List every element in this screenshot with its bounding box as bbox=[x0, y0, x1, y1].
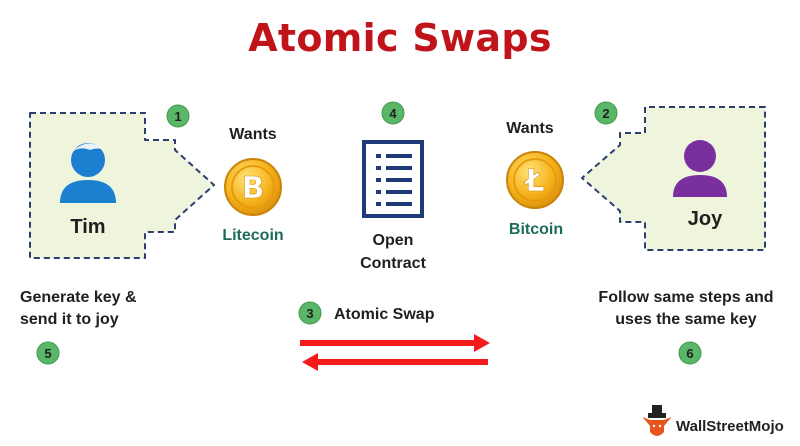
svg-text:1: 1 bbox=[174, 109, 181, 124]
step-badge-2: 2 bbox=[594, 101, 618, 125]
svg-text:3: 3 bbox=[306, 306, 313, 321]
document-icon bbox=[362, 140, 424, 218]
person-icon bbox=[673, 140, 727, 197]
tim-caption-line2: send it to joy bbox=[20, 311, 119, 328]
tim-name: Tim bbox=[70, 216, 106, 238]
joy-coin-label: Bitcoin bbox=[508, 221, 564, 238]
svg-text:4: 4 bbox=[389, 106, 397, 121]
svg-text:B: B bbox=[242, 171, 265, 206]
step-badge-4: 4 bbox=[381, 101, 405, 125]
svg-text:6: 6 bbox=[686, 346, 693, 361]
joy-caption-line1: Follow same steps and bbox=[598, 289, 774, 306]
bull-logo-icon bbox=[643, 405, 671, 436]
joy-caption-line2: uses the same key bbox=[615, 311, 757, 328]
brand-logo-text: WallStreetMojo bbox=[676, 418, 784, 435]
joy-name: Joy bbox=[687, 208, 723, 230]
svg-text:5: 5 bbox=[44, 346, 51, 361]
litecoin-coin-icon: Ł bbox=[506, 151, 564, 209]
bitcoin-coin-icon: B bbox=[224, 158, 282, 216]
step-badge-6: 6 bbox=[678, 341, 702, 365]
joy-panel bbox=[581, 106, 766, 251]
contract-label-line2: Contract bbox=[360, 255, 426, 272]
joy-wants-label: Wants bbox=[506, 120, 554, 137]
step-badge-5: 5 bbox=[36, 341, 60, 365]
page-title: Atomic Swaps bbox=[248, 16, 552, 60]
svg-text:2: 2 bbox=[602, 106, 609, 121]
tim-coin-label: Litecoin bbox=[222, 227, 284, 244]
person-icon bbox=[60, 143, 116, 203]
contract-label-line1: Open bbox=[372, 232, 414, 249]
step-badge-1: 1 bbox=[166, 104, 190, 128]
swap-arrow-right bbox=[300, 334, 490, 352]
svg-text:Ł: Ł bbox=[523, 164, 544, 199]
swap-label: Atomic Swap bbox=[334, 306, 435, 323]
tim-caption-line1: Generate key & bbox=[20, 289, 137, 306]
swap-arrow-left bbox=[302, 353, 488, 371]
step-badge-3: 3 bbox=[298, 301, 322, 325]
tim-wants-label: Wants bbox=[229, 126, 277, 143]
